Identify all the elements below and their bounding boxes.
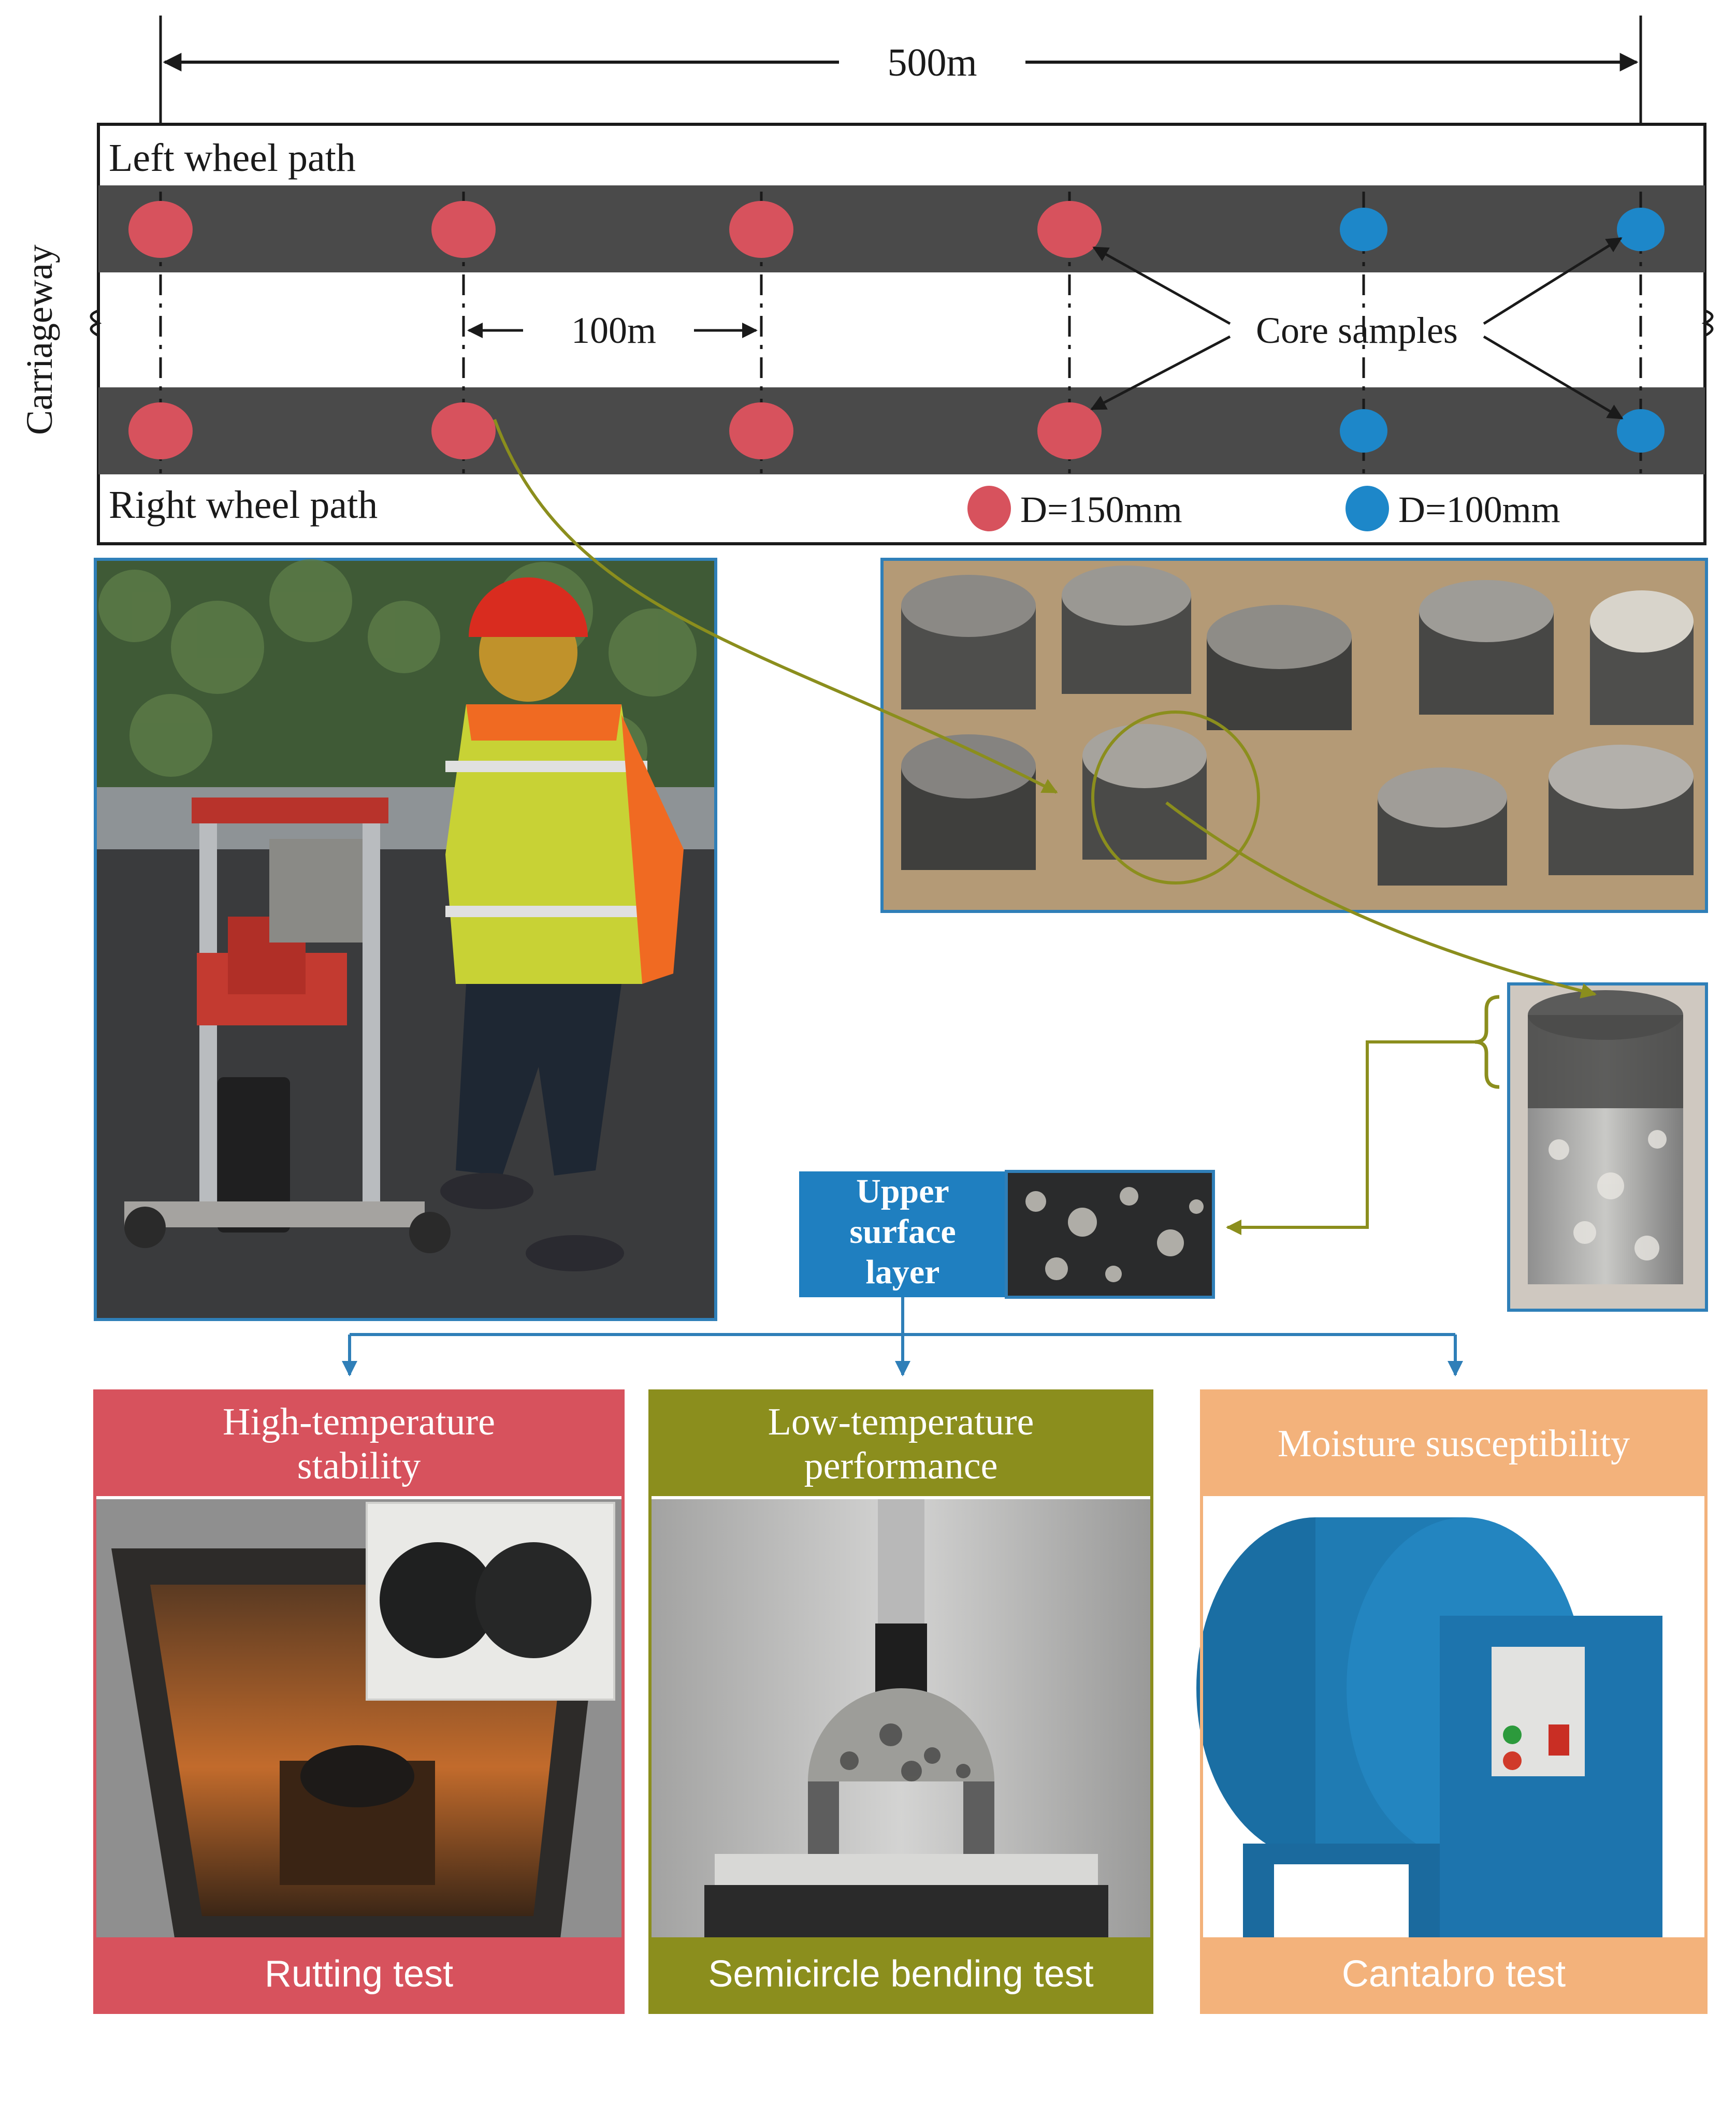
core-marker-small	[1617, 409, 1665, 453]
core-marker-large	[1037, 201, 1102, 258]
break-mark-right	[1701, 309, 1714, 337]
moisture-header: Moisture susceptibility	[1203, 1393, 1704, 1496]
moisture-label: Moisture susceptibility	[1277, 1423, 1630, 1466]
cantabro-footer: Cantabro test	[1203, 1937, 1704, 2011]
core-cylinders	[901, 566, 1694, 886]
core-marker-large	[431, 201, 496, 258]
core-samples-label: Core samples	[1256, 310, 1458, 351]
legend-swatch-large	[967, 486, 1011, 531]
core-marker-small	[1340, 208, 1387, 251]
test-panel-low-temperature: Low-temperature performance Semicircle b…	[648, 1389, 1153, 2014]
right-path-label: Right wheel path	[109, 483, 378, 527]
rutting-test-label: Rutting test	[264, 1953, 454, 1995]
upper-layer-label-line-3: layer	[866, 1253, 940, 1291]
olive-arrow-to-single-core	[1165, 801, 1597, 999]
core-marker-large	[729, 201, 793, 258]
low-temperature-label: Low-temperature performance	[768, 1400, 1034, 1487]
upper-layer-label-line-2: surface	[849, 1213, 956, 1251]
legend-swatch-small	[1346, 486, 1389, 531]
rutting-test-photo	[95, 1499, 623, 2007]
highlight-circle	[1091, 711, 1260, 885]
right-wheel-path-band	[98, 387, 1705, 474]
length-label: 500m	[887, 41, 977, 84]
legend: D=150mm D=100mm	[967, 486, 1560, 531]
core-marker-large	[128, 402, 193, 459]
test-panel-high-temperature: High-temperature stability Rutting test	[93, 1389, 625, 2014]
core-marker-small	[1340, 409, 1387, 453]
cantabro-photo	[1196, 1499, 1705, 2007]
left-path-label: Left wheel path	[109, 136, 356, 180]
low-temperature-header: Low-temperature performance	[652, 1393, 1150, 1496]
core-marker-large	[1037, 402, 1102, 459]
single-core-photo	[1507, 982, 1708, 1312]
legend-label-small: D=100mm	[1398, 489, 1560, 530]
cantabro-label: Cantabro test	[1341, 1953, 1566, 1995]
upper-surface-layer-box: Upper surface layer	[799, 1170, 1215, 1299]
rutting-test-footer: Rutting test	[96, 1937, 621, 2011]
core-markers	[128, 201, 1665, 459]
core-marker-large	[431, 402, 496, 459]
olive-arrow-to-upper-layer	[1226, 1040, 1475, 1235]
flow-connectors	[342, 1297, 1463, 1376]
left-wheel-path-band	[98, 185, 1705, 272]
core-samples-photo	[880, 558, 1708, 913]
high-temperature-header: High-temperature stability	[96, 1393, 621, 1496]
coring-photo	[94, 558, 717, 1321]
core-marker-large	[729, 402, 793, 459]
test-panel-moisture: Moisture susceptibility Cantabro test	[1200, 1389, 1708, 2014]
legend-label-large: D=150mm	[1020, 489, 1182, 530]
upper-layer-brace	[1474, 995, 1500, 1089]
semicircle-bending-footer: Semicircle bending test	[652, 1937, 1150, 2011]
semicircle-bending-label: Semicircle bending test	[708, 1953, 1094, 1995]
high-temperature-label: High-temperature stability	[223, 1400, 495, 1487]
spacing-label: 100m	[571, 310, 656, 351]
olive-arrow-to-core	[493, 418, 1058, 794]
core-marker-large	[128, 201, 193, 258]
break-mark-left	[90, 309, 102, 337]
core-marker-small	[1617, 208, 1665, 251]
plan-view: 500m Left wheel path Right wheel path Ca…	[19, 16, 1714, 545]
upper-layer-label-line-1: Upper	[856, 1172, 949, 1210]
core-samples-leaders	[1090, 237, 1624, 420]
carriageway-label: Carriageway	[19, 244, 60, 435]
